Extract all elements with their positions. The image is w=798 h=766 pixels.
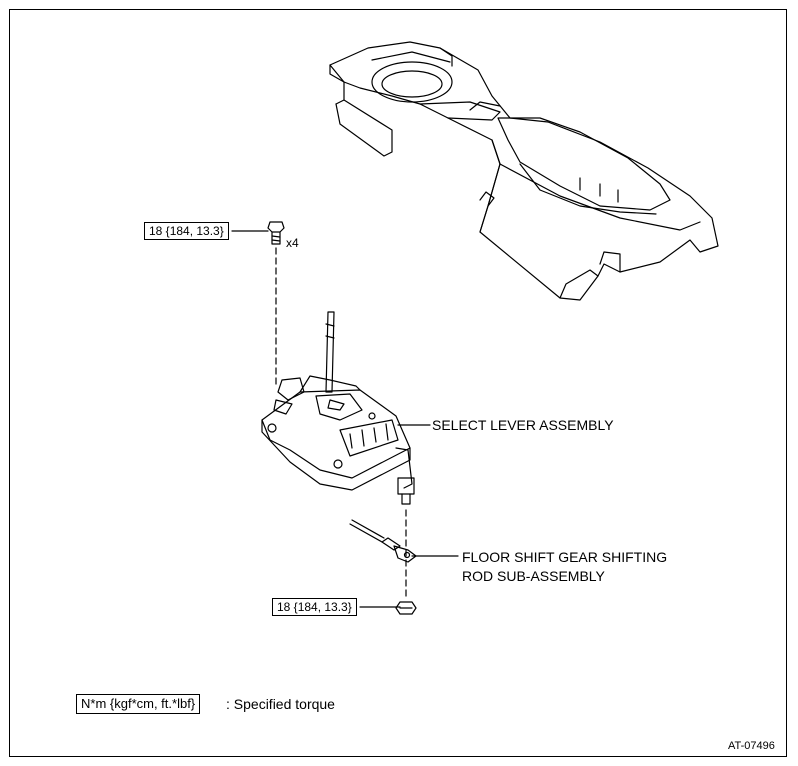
- bolt-upper: [267, 221, 285, 387]
- select-lever-label: SELECT LEVER ASSEMBLY: [432, 417, 614, 433]
- legend-description: : Specified torque: [226, 696, 335, 712]
- legend-unit-box: N*m {kgf*cm, ft.*lbf}: [76, 694, 201, 714]
- figure-id: AT-07496: [728, 740, 775, 752]
- torque-spec-upper: 18 {184, 13.3}: [144, 222, 229, 240]
- torque-spec-lower: 18 {184, 13.3}: [272, 598, 357, 616]
- floor-shift-label-line1: FLOOR SHIFT GEAR SHIFTING: [462, 549, 668, 565]
- floor-shift-label-line2: ROD SUB-ASSEMBLY: [462, 568, 605, 584]
- center-console: [329, 41, 719, 301]
- shift-rod-drawing: [349, 519, 417, 563]
- diagram-frame: [9, 9, 787, 757]
- bolt-quantity: x4: [286, 236, 299, 250]
- select-lever-assembly-drawing: [261, 311, 415, 601]
- nut-lower: [395, 601, 417, 615]
